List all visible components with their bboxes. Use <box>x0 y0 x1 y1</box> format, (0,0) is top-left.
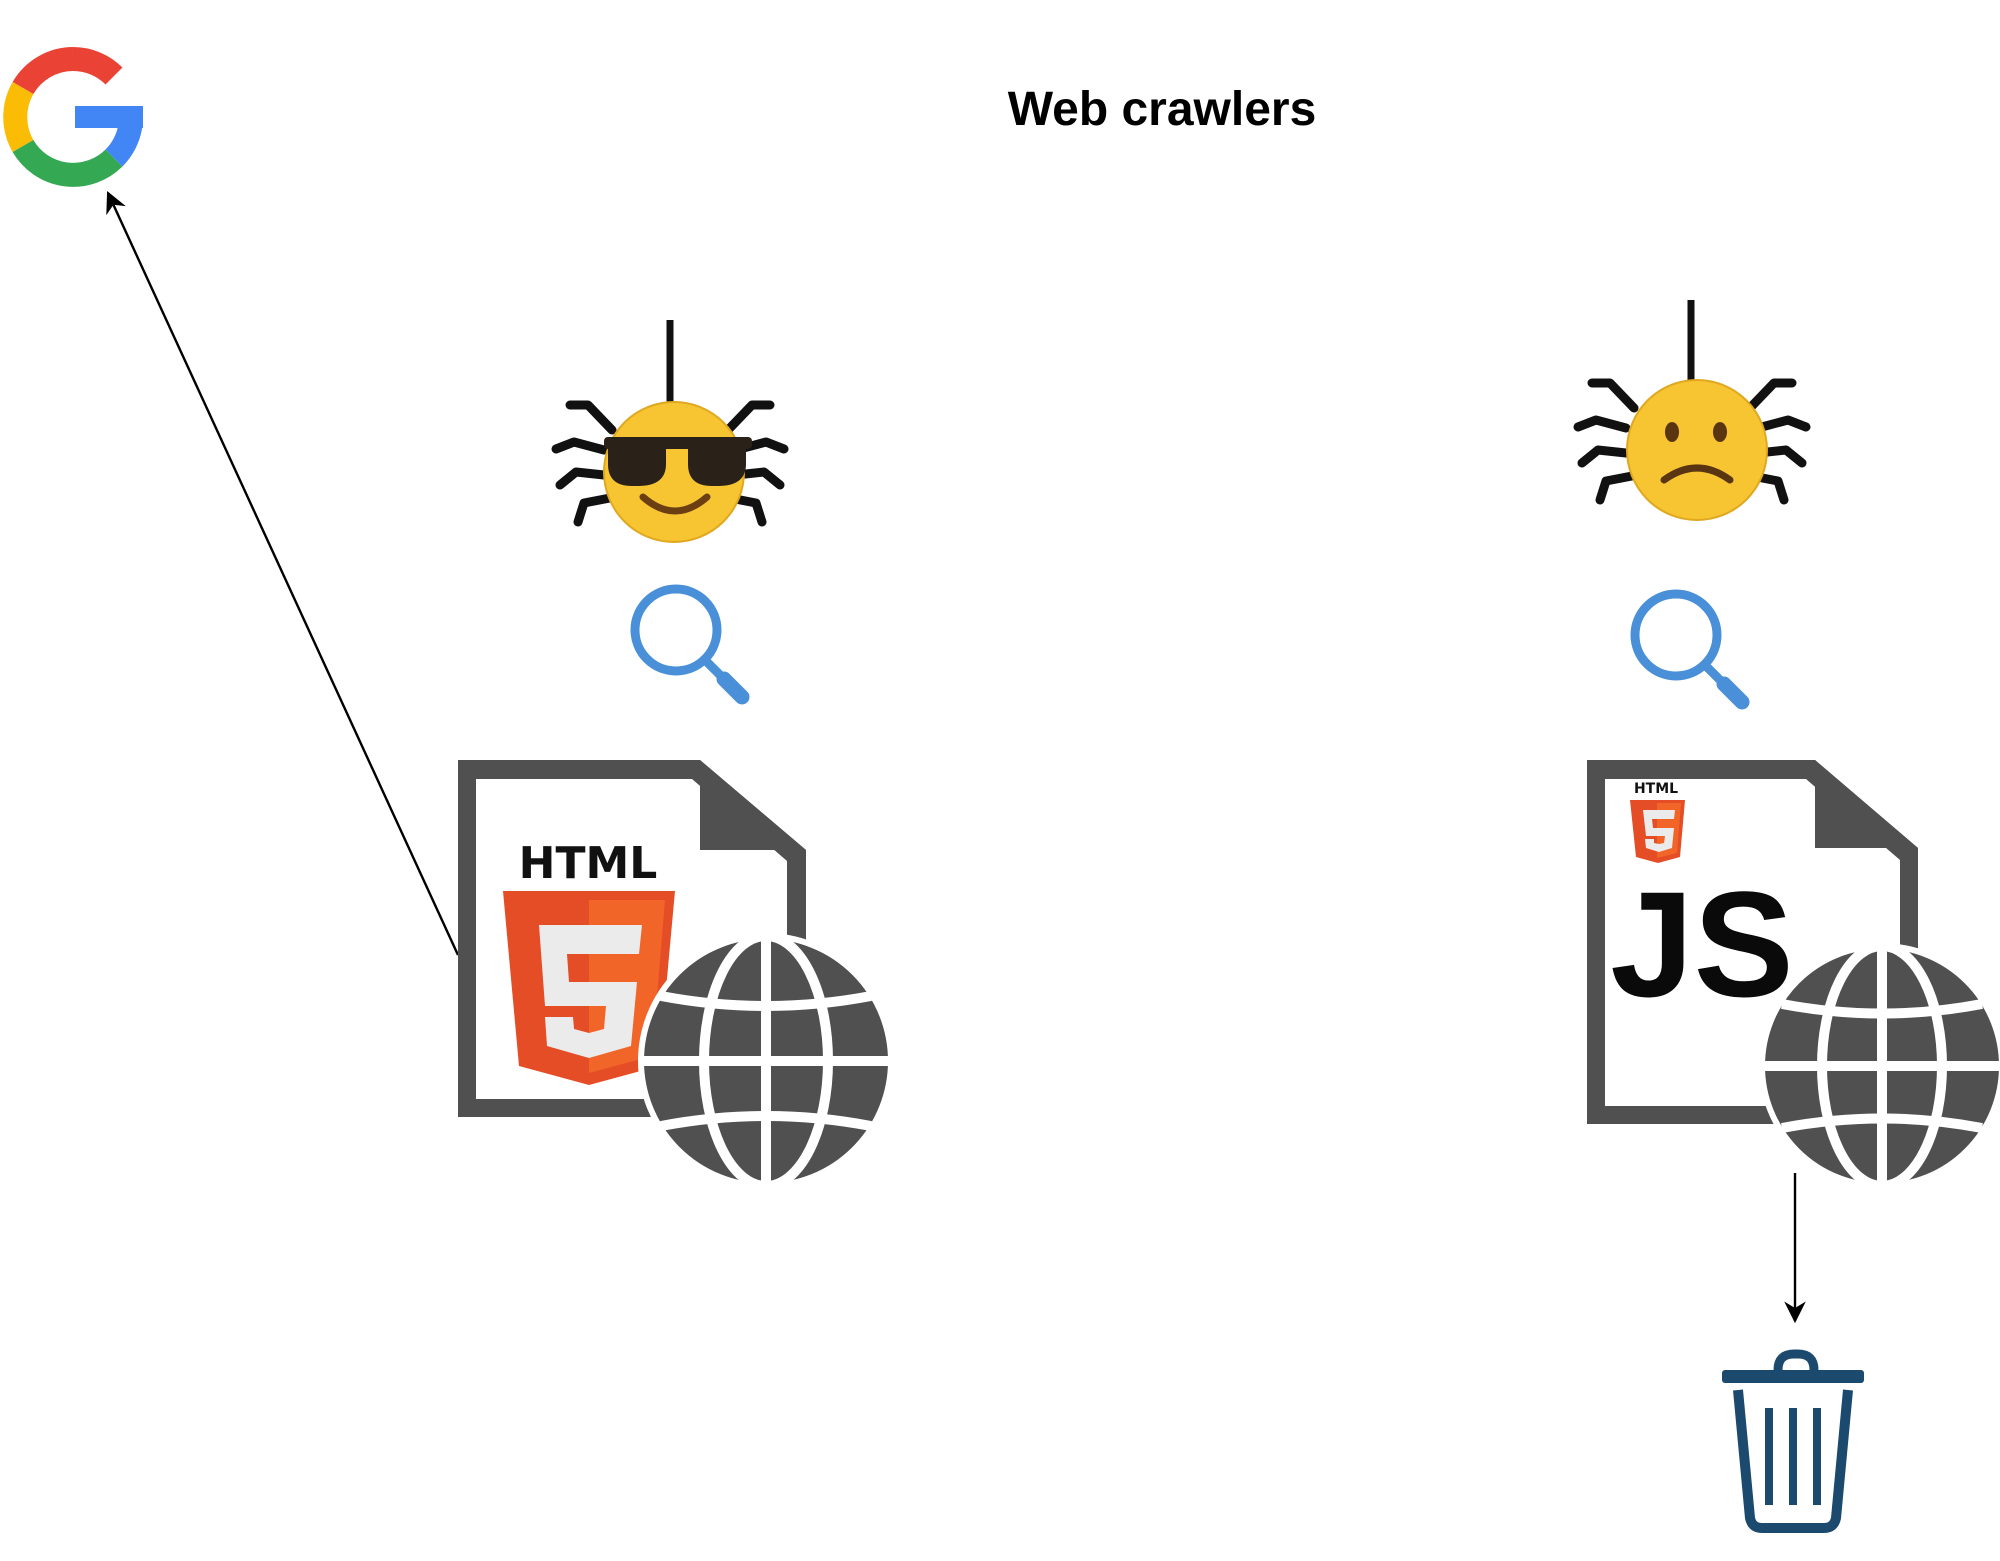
diagram-title: Web crawlers <box>1007 83 1317 136</box>
globe-icon <box>638 931 894 1191</box>
confused-spider-icon <box>1573 300 1811 521</box>
html-badge-label: HTML <box>519 838 658 889</box>
js-label: JS <box>1610 860 1793 1028</box>
trash-can-icon <box>1722 1349 1864 1533</box>
cool-spider-icon <box>551 320 789 543</box>
magnifying-glass-icon <box>1630 589 1750 710</box>
magnifying-glass-icon <box>630 584 750 705</box>
google-logo-icon <box>3 47 143 187</box>
globe-icon <box>1759 941 2000 1191</box>
crawl-indexed-arrow <box>106 191 460 956</box>
html-small-badge-label: HTML <box>1634 781 1678 797</box>
